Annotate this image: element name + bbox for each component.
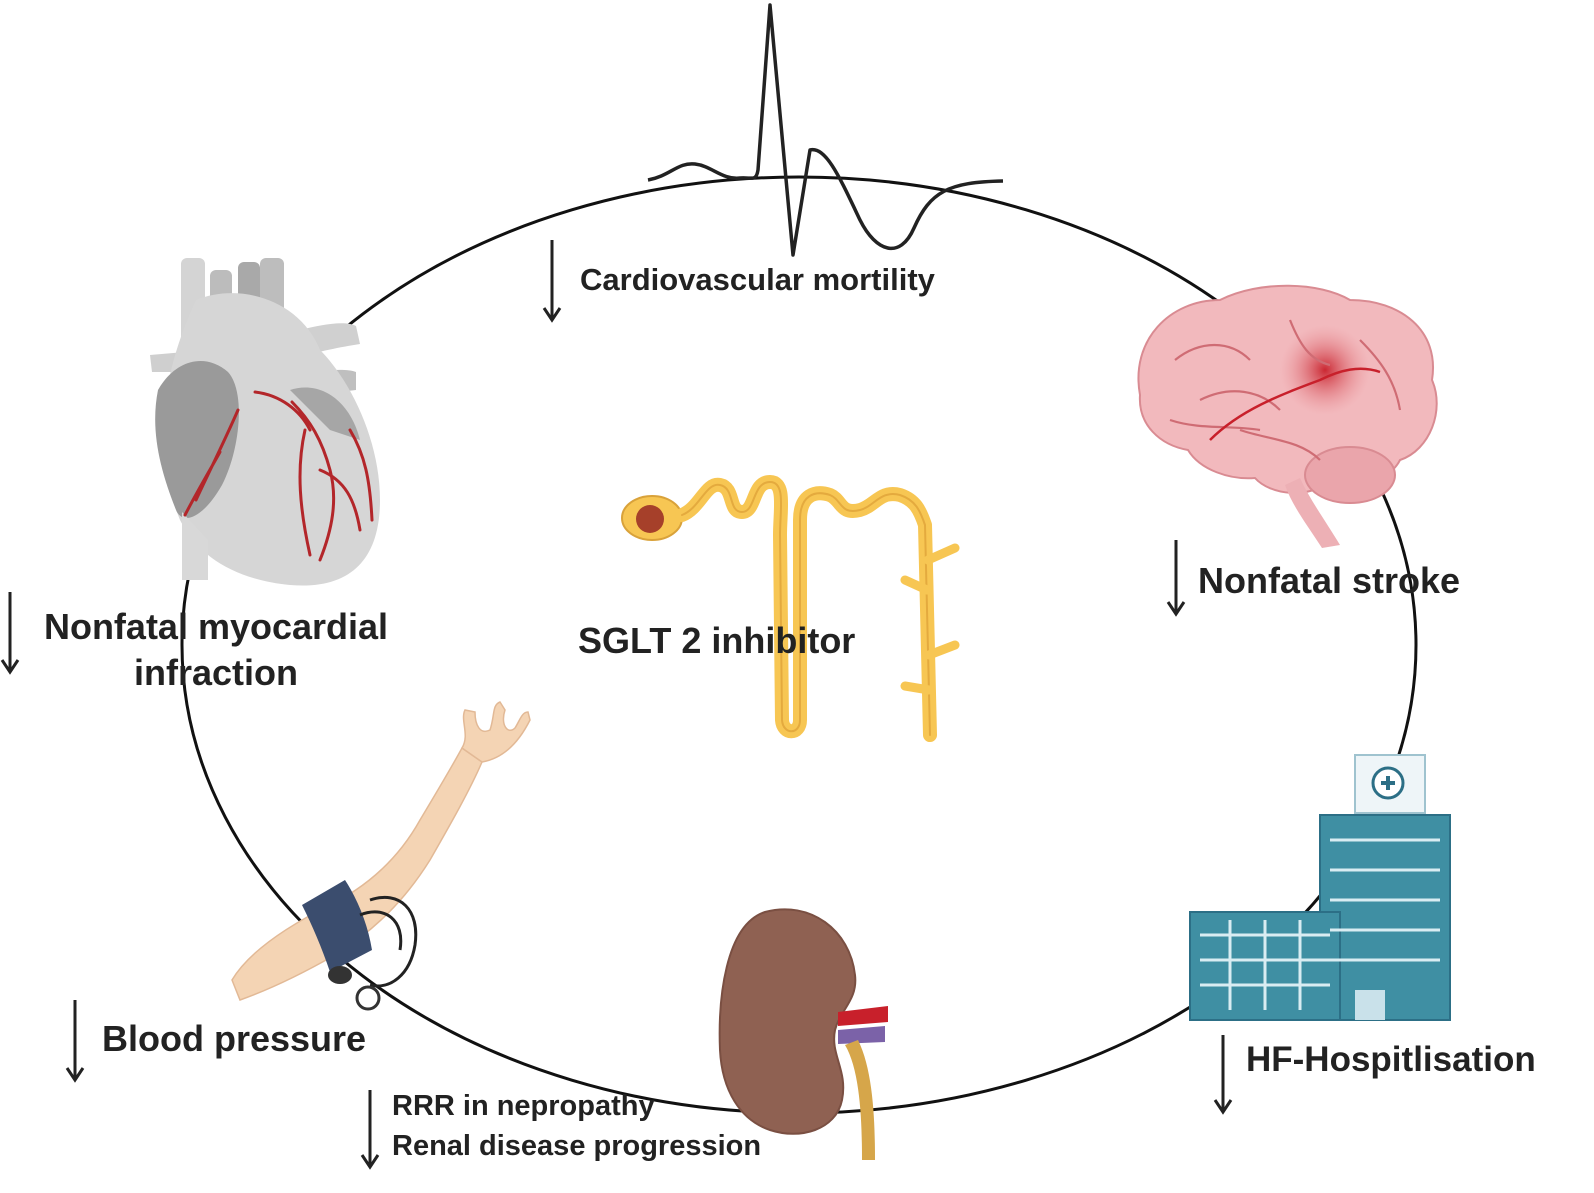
nephron-icon [621,475,960,742]
renal-label-line1: RRR in nepropathy [392,1090,655,1122]
kidney-icon [718,908,888,1160]
brain-icon [1137,284,1438,548]
nonfatal-stroke-label: Nonfatal stroke [1198,560,1461,601]
center-label: SGLT 2 inhibitor [578,620,856,661]
myocardial-infarction-label-line2: infraction [133,652,298,693]
arm-blood-pressure-cuff-icon [231,701,531,1011]
hf-hospitalisation-label: HF-Hospitlisation [1246,1040,1536,1079]
down-arrow-icon [0,240,1233,1170]
blood-pressure-label: Blood pressure [102,1018,367,1059]
myocardial-infarction-label-line1: Nonfatal myocardial [43,606,389,647]
heart-icon [150,258,380,586]
renal-label-line2: Renal disease progression [392,1130,762,1162]
ecg-waveform-icon [647,3,1004,257]
cardiovascular-mortality-label: Cardiovascular mortility [580,262,935,297]
hospital-icon [1189,754,1451,1021]
